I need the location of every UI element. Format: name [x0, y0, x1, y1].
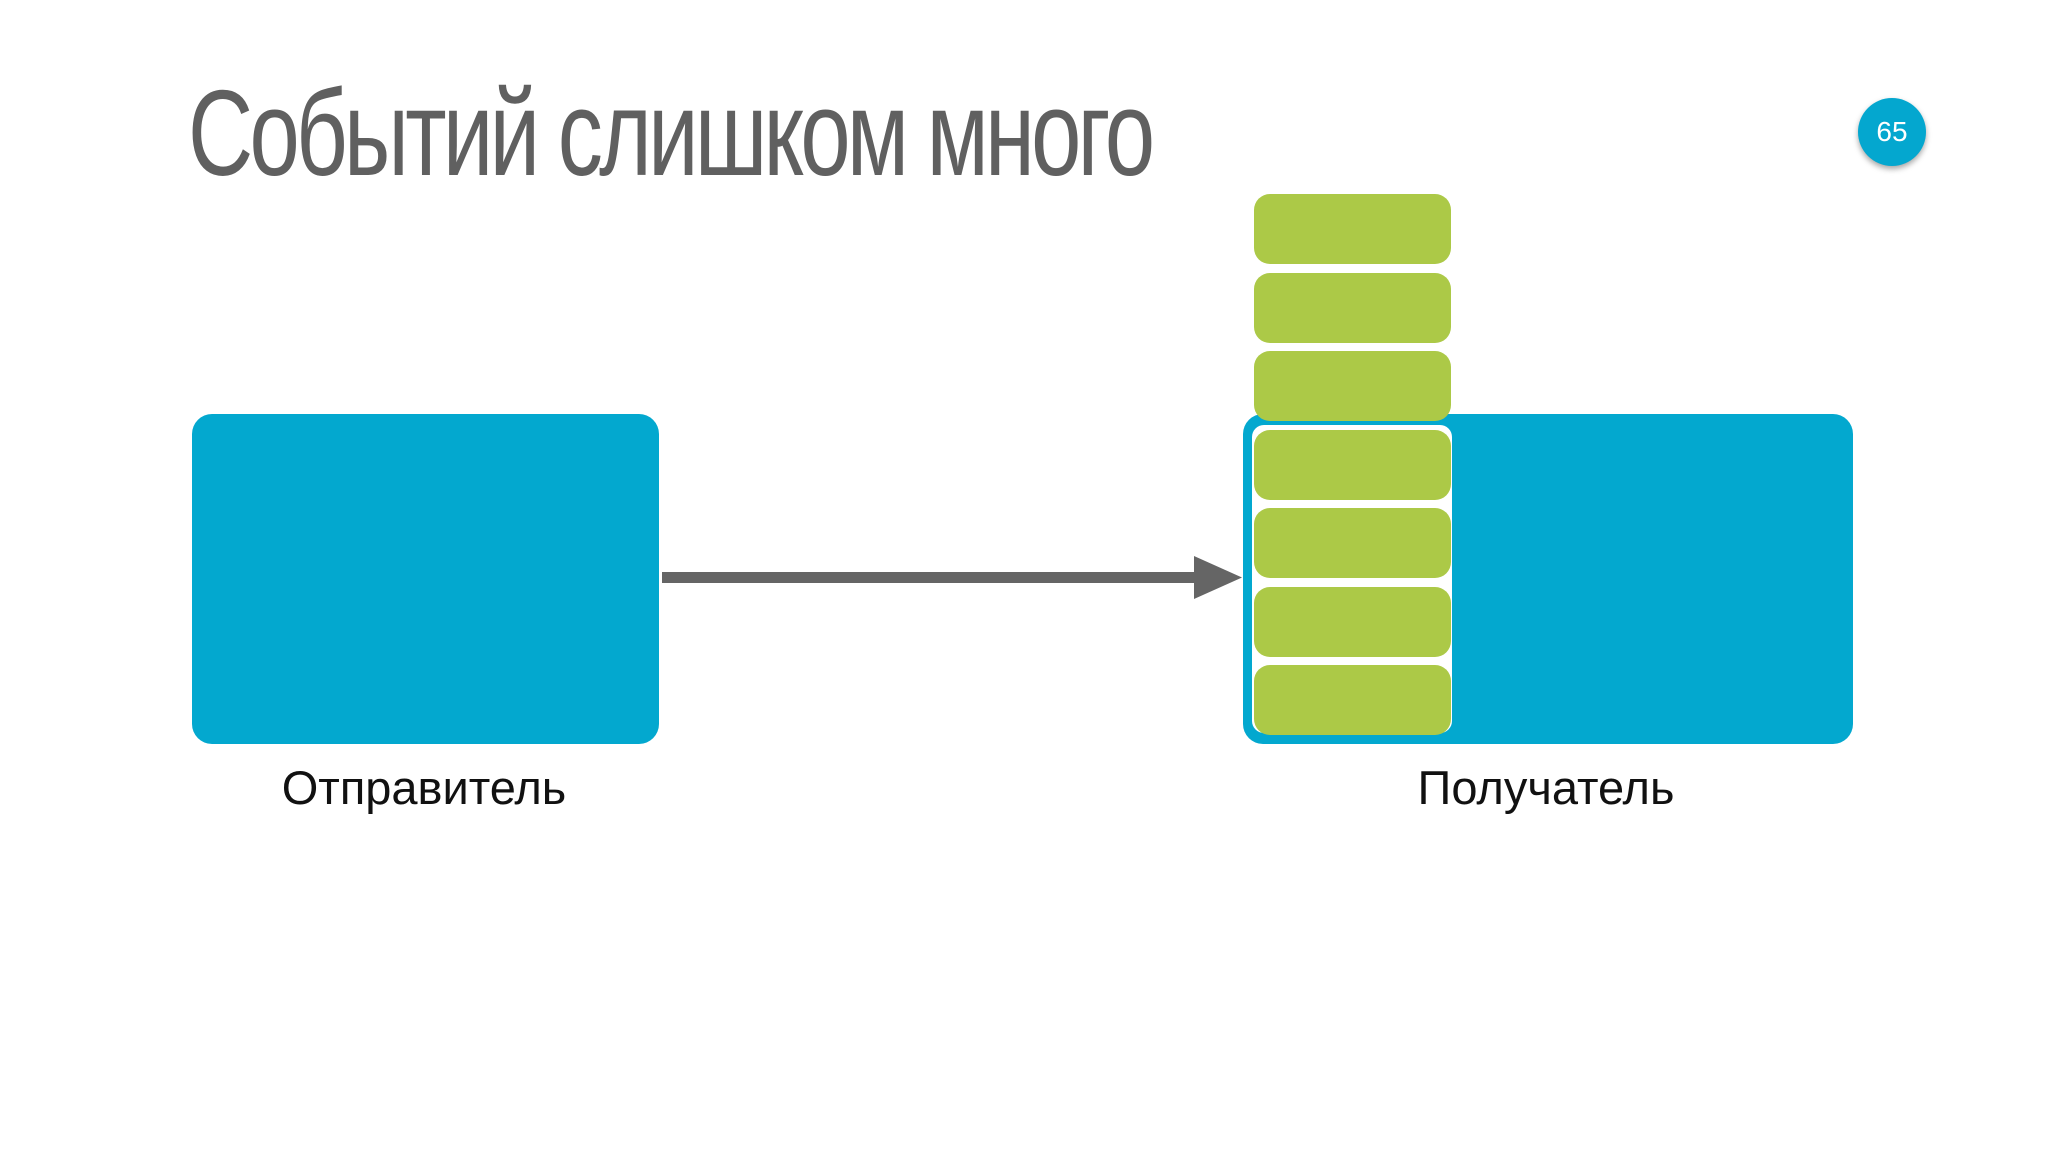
sender-label: Отправитель [281, 761, 567, 814]
event-block [1254, 665, 1451, 735]
sender-box [192, 414, 659, 744]
event-block [1254, 351, 1451, 421]
arrow-head [1194, 556, 1242, 599]
page-number-badge: 65 [1858, 98, 1926, 166]
event-block [1254, 272, 1451, 343]
arrow-icon [662, 556, 1242, 599]
arrow-shaft [662, 572, 1202, 583]
event-block [1254, 194, 1451, 264]
event-block [1254, 586, 1451, 657]
receiver-label: Получатель [1417, 761, 1675, 814]
event-block [1254, 429, 1451, 500]
event-block [1254, 508, 1451, 578]
slide-title: Событий слишком много [188, 65, 1155, 201]
